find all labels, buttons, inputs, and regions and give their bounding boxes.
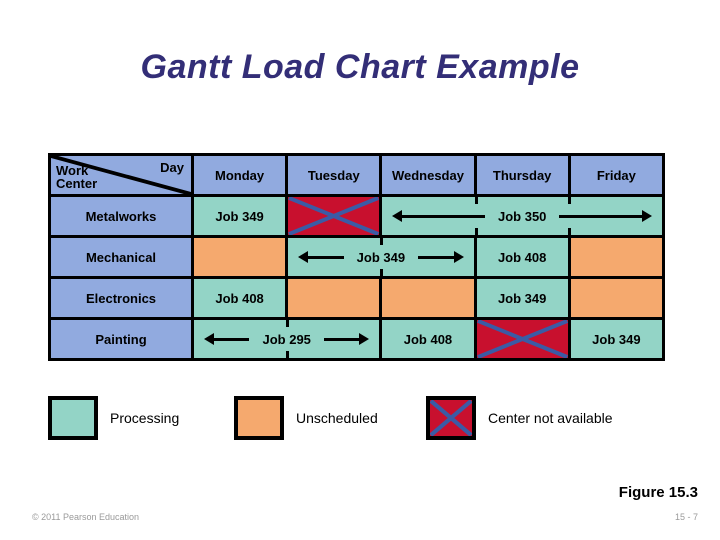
job-label: Job 349 (215, 208, 264, 224)
job-label: Job 349 (356, 249, 406, 265)
day-boundary-tick (379, 269, 383, 275)
job-bar: Job 295 (196, 322, 378, 357)
column-header-thursday: Thursday (473, 153, 571, 197)
column-header-wednesday: Wednesday (379, 153, 477, 197)
day-boundary-tick (474, 228, 478, 234)
gantt-cell-processing: Job 349 (190, 194, 289, 238)
job-label: Job 295 (262, 331, 311, 347)
legend-label-processing: Processing (110, 410, 180, 426)
page-title: Gantt Load Chart Example (140, 48, 580, 86)
diagonal-divider-icon (52, 157, 190, 193)
job-bar: Job 349 (290, 240, 472, 275)
copyright-notice: © 2011 Pearson Education (32, 512, 140, 522)
arrow-left-icon (392, 210, 492, 222)
job-label: Job 349 (497, 290, 547, 306)
day-boundary-tick (285, 321, 289, 327)
job-bar: Job 350 (384, 199, 661, 234)
corner-day-label: Day (160, 160, 184, 175)
arrow-left-icon (298, 251, 350, 263)
figure-caption: Figure 15.3 (618, 484, 698, 501)
chart-row: Electronics Job 408 Job 349 (48, 276, 666, 320)
gantt-cell-processing: Job 295 (190, 317, 383, 361)
x-cross-icon (288, 197, 379, 235)
column-header-tuesday: Tuesday (285, 153, 383, 197)
column-header-monday: Monday (190, 153, 289, 197)
gantt-cell-unscheduled (379, 276, 477, 320)
row-header-work-center: Metalworks (48, 194, 194, 238)
gantt-cell-unscheduled (567, 235, 666, 279)
gantt-cell-unscheduled (567, 276, 666, 320)
legend-item-processing: Processing (48, 396, 179, 440)
x-cross-icon (430, 400, 472, 436)
legend-item-unscheduled: Unscheduled (234, 396, 378, 440)
job-label: Job 408 (403, 331, 453, 347)
row-header-work-center: Painting (48, 317, 194, 361)
page-number: 15 - 7 (674, 512, 698, 522)
gantt-cell-processing: Job 350 (379, 194, 665, 238)
gantt-cell-processing: Job 349 (285, 235, 477, 279)
gantt-cell-unscheduled (190, 235, 289, 279)
day-boundary-tick (567, 198, 571, 204)
column-header-friday: Friday (567, 153, 666, 197)
day-boundary-tick (285, 351, 289, 357)
gantt-cell-unscheduled (285, 276, 383, 320)
legend-item-not-available: Center not available (426, 396, 613, 440)
gantt-cell-not_available (285, 194, 383, 238)
arrow-right-icon (552, 210, 652, 222)
day-boundary-tick (567, 228, 571, 234)
gantt-cell-not_available (473, 317, 571, 361)
chart-row: Metalworks Job 349 Job 350 (48, 194, 665, 238)
legend: Processing Unscheduled Center not availa… (48, 396, 708, 446)
chart-row: Mechanical Job 349 Job 408 (48, 235, 666, 279)
chart-row: Painting Job 295 Job 408 Job 349 (48, 317, 666, 361)
legend-swatch-unscheduled (234, 396, 284, 440)
job-label: Job 349 (592, 331, 641, 347)
legend-swatch-processing (48, 396, 98, 440)
row-header-work-center: Mechanical (48, 235, 194, 279)
day-boundary-tick (474, 198, 478, 204)
arrow-right-icon (317, 333, 370, 345)
arrow-right-icon (411, 251, 465, 263)
gantt-cell-processing: Job 408 (379, 317, 477, 361)
arrow-left-icon (204, 333, 256, 345)
gantt-cell-processing: Job 408 (190, 276, 289, 320)
legend-label-unscheduled: Unscheduled (296, 410, 378, 426)
gantt-cell-processing: Job 349 (473, 276, 571, 320)
gantt-cell-processing: Job 408 (473, 235, 571, 279)
row-header-work-center: Electronics (48, 276, 194, 320)
job-label: Job 350 (497, 208, 547, 224)
gantt-cell-processing: Job 349 (567, 317, 666, 361)
job-label: Job 408 (497, 249, 547, 265)
day-boundary-tick (379, 239, 383, 245)
legend-swatch-not-available (426, 396, 476, 440)
job-label: Job 408 (215, 290, 264, 306)
legend-label-not-available: Center not available (488, 410, 613, 426)
x-cross-icon (477, 320, 568, 358)
